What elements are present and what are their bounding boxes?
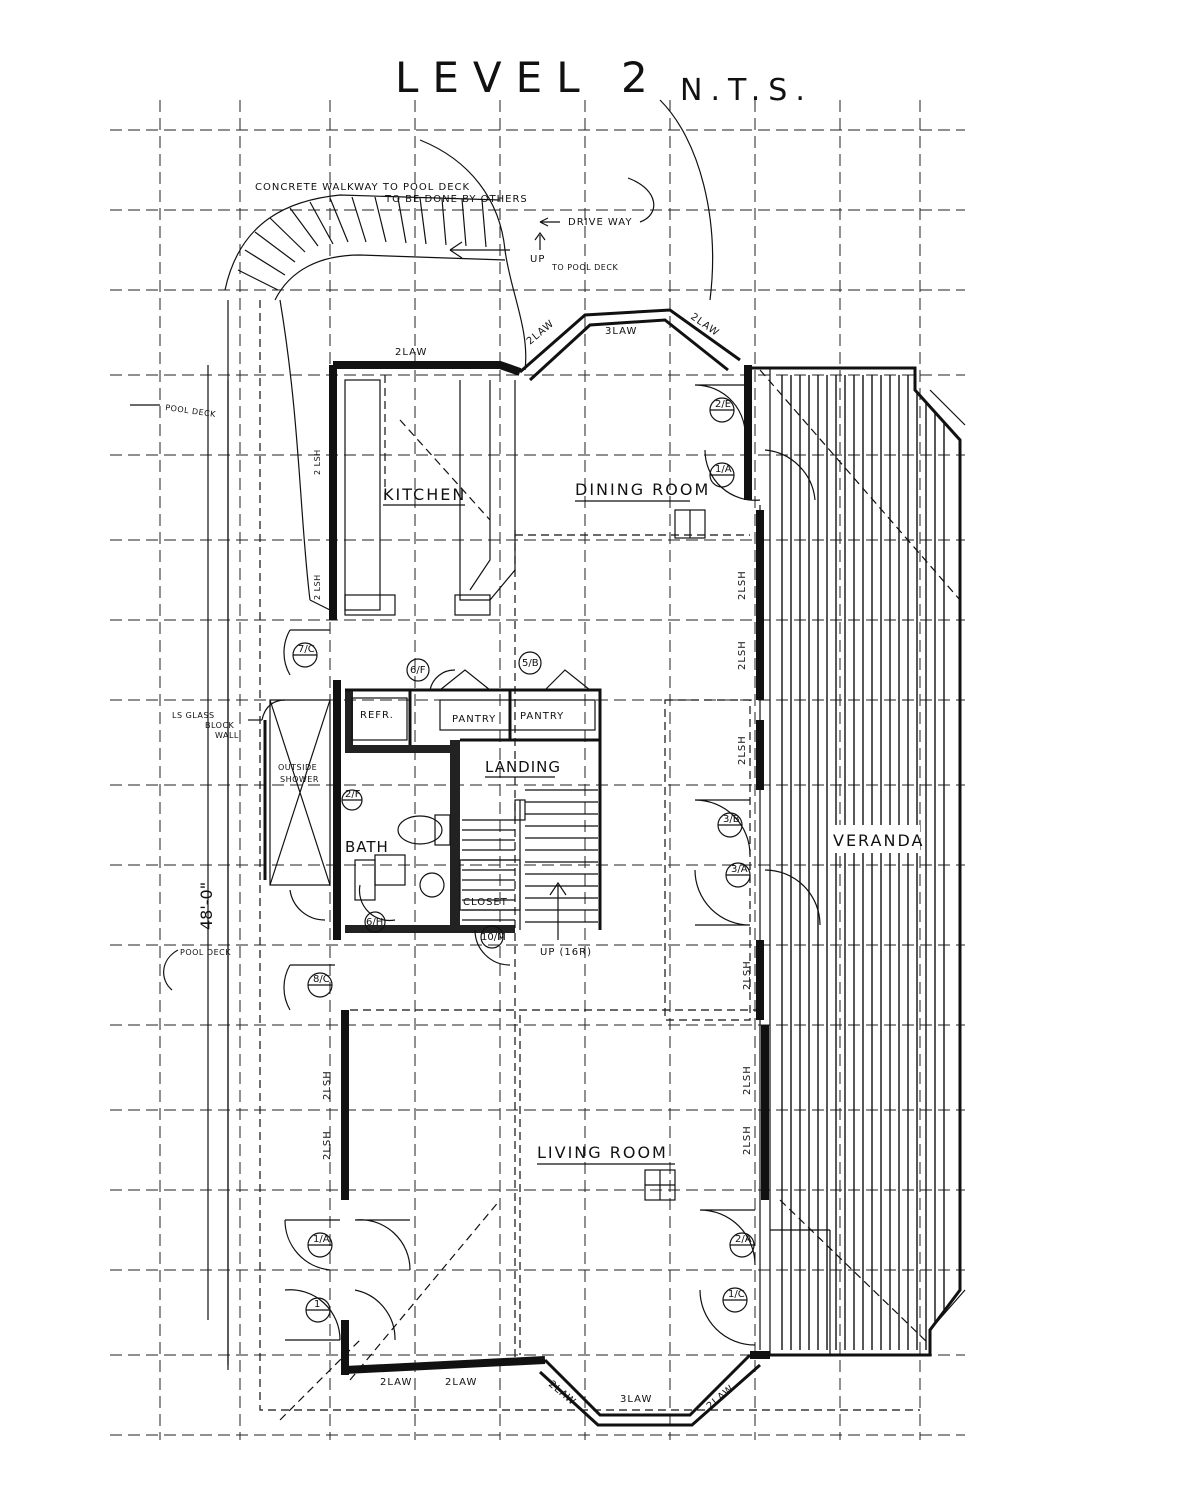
window-bottom-2: 2LAW xyxy=(445,1377,477,1388)
window-right-6: 2LSH xyxy=(742,1125,753,1155)
door-tag-3b: 3/B xyxy=(723,814,740,825)
living-room-label: LIVING ROOM xyxy=(537,1143,668,1162)
veranda-label-bg xyxy=(830,825,920,853)
window-left-living-2: 2LSH xyxy=(322,1130,333,1160)
walkway-note-line1: CONCRETE WALKWAY TO POOL DECK xyxy=(255,182,470,193)
dining-room-label: DINING ROOM xyxy=(575,480,710,499)
veranda-label: VERANDA xyxy=(833,831,924,850)
door-tag-2e: 2/E xyxy=(715,399,731,410)
window-right-4: 2LSH xyxy=(742,960,753,990)
grid-lines xyxy=(110,100,965,1440)
driveway-curve-arrow xyxy=(627,177,655,223)
kitchen-counters xyxy=(344,375,516,616)
door-tag-6h: 6/H xyxy=(366,917,383,928)
curved-walkway xyxy=(224,99,714,611)
window-right-1: 2LSH xyxy=(737,570,748,600)
walkway-note-line2: TO BE DONE BY OTHERS xyxy=(384,194,528,205)
window-kitchen-left-1: 2 LSH xyxy=(313,449,322,475)
glass-block-label-3: WALL xyxy=(215,731,239,740)
window-left-living-1: 2LSH xyxy=(322,1070,333,1100)
window-right-2: 2LSH xyxy=(737,640,748,670)
door-tag-6f: 6/F xyxy=(410,665,426,676)
outside-shower-label-2: SHOWER xyxy=(280,775,319,784)
pool-deck-bottom-label: POOL DECK xyxy=(180,948,231,957)
pool-deck-left-label: POOL DECK xyxy=(165,403,217,419)
door-tag-1a-bottom: 1/A xyxy=(313,1234,330,1245)
stair-up-arrow xyxy=(549,881,567,940)
door-tag-7c: 7/C xyxy=(298,644,315,655)
window-bay-bottom-right: 2LAW xyxy=(705,1383,737,1412)
door-tag-5b: 5/B xyxy=(522,658,539,669)
kitchen-label: KITCHEN xyxy=(383,485,466,504)
refrigerator-box xyxy=(351,697,408,741)
door-tags: 2/E 1/A 7/C 6/F 5/B 2/F 3/B 3/A 6/H 10/M… xyxy=(292,397,755,1323)
window-bay-top-center: 3LAW xyxy=(605,326,637,337)
window-bay-bottom-left: 2LAW xyxy=(546,1379,578,1408)
driveway-arrow xyxy=(539,217,560,227)
driveway-label: DRIVE WAY xyxy=(568,217,632,228)
door-tag-8c: 8/C xyxy=(313,974,330,985)
door-tag-2a: 2/A xyxy=(735,1234,752,1245)
door-tag-3a: 3/A xyxy=(731,864,748,875)
window-kitchen-top: 2LAW xyxy=(395,347,427,358)
pantry-label-1: PANTRY xyxy=(452,714,496,725)
dimension-label: 48'-0" xyxy=(197,882,216,930)
outside-shower xyxy=(261,699,331,886)
veranda-deck xyxy=(752,366,966,1357)
door-tag-1a-top: 1/A xyxy=(715,464,732,475)
to-pool-deck-label: TO POOL DECK xyxy=(551,263,618,272)
pantry-label-2: PANTRY xyxy=(520,711,564,722)
plan-title: LEVEL 2 xyxy=(395,53,662,102)
exterior-walls xyxy=(329,308,770,1427)
door-tag-1c: 1/C xyxy=(728,1289,745,1300)
window-bay-bottom-center: 3LAW xyxy=(620,1394,652,1405)
up-arrow xyxy=(534,231,546,250)
bath-label: BATH xyxy=(345,838,389,856)
glass-block-label-2: BLOCK xyxy=(205,721,235,730)
door-tag-10m: 10/M xyxy=(481,932,506,943)
outside-shower-label-1: OUTSIDE xyxy=(278,763,317,772)
closet-label: CLOSET xyxy=(463,897,508,908)
window-right-5: 2LSH xyxy=(742,1065,753,1095)
door-tag-1-bottom: 1 xyxy=(314,1299,320,1310)
glass-block-label-1: LS GLASS xyxy=(172,711,215,720)
door-tag-2f: 2/F xyxy=(345,789,361,800)
refrigerator-label: REFR. xyxy=(360,710,394,721)
scale-note: N.T.S. xyxy=(680,73,813,108)
window-bottom-1: 2LAW xyxy=(380,1377,412,1388)
stair-up-label: UP (16R) xyxy=(540,947,592,958)
small-fixtures xyxy=(644,509,706,1201)
up-label: UP xyxy=(530,254,545,265)
window-right-3: 2LSH xyxy=(737,735,748,765)
beam-lines xyxy=(349,530,760,1381)
window-kitchen-left-2: 2 LSH xyxy=(313,574,322,600)
pool-deck-bottom-arrow xyxy=(163,949,179,991)
landing-label: LANDING xyxy=(485,758,561,776)
bath-fixtures xyxy=(354,814,451,901)
